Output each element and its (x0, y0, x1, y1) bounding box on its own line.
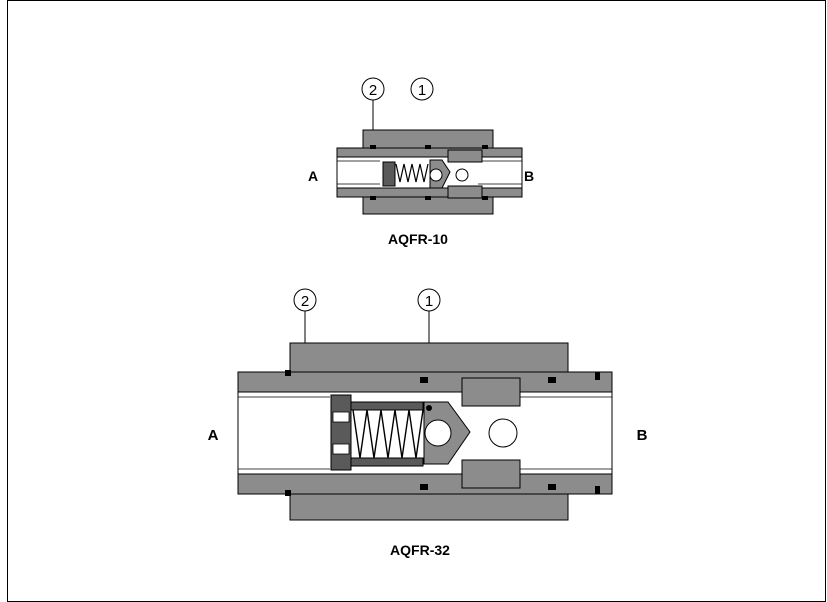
model-label-small: AQFR-10 (388, 231, 448, 247)
model-label-large: AQFR-32 (390, 542, 450, 558)
callout-number-1-small: 1 (418, 82, 426, 99)
seal-1-small (370, 145, 376, 149)
seal-2-small (370, 196, 376, 200)
seat-top-large (461, 377, 521, 407)
retainer-slot-2-large (332, 443, 350, 455)
seal-2-large (285, 490, 291, 496)
seal-5-small (482, 145, 488, 149)
port-label-a-small: A (308, 168, 318, 184)
seal-4-large (420, 484, 428, 490)
callout-number-2-small: 2 (369, 82, 377, 99)
port-label-b-large: B (637, 427, 648, 444)
port-hole-large (488, 418, 518, 448)
seal-5-large (548, 377, 556, 383)
seal-3-small (425, 145, 431, 149)
callout-number-1-large: 1 (425, 293, 433, 310)
port-label-a-large: A (208, 427, 219, 444)
spring-large (352, 409, 424, 459)
seal-3-large (420, 377, 428, 383)
seat-bottom-large (461, 459, 521, 489)
spring-guide-bottom-large (350, 457, 424, 467)
spring-guide-top-large (350, 401, 424, 411)
seat-bottom-small (447, 185, 483, 199)
port-label-b-small: B (524, 168, 534, 184)
callout-circle-1-small (410, 77, 434, 101)
seal-7-large (595, 372, 600, 380)
ball-small (429, 168, 443, 182)
sleeve-top-small (336, 147, 523, 158)
seal-1-large (285, 370, 291, 376)
seat-top-small (447, 149, 483, 163)
seal-8-large (595, 486, 600, 494)
ball-large (424, 419, 452, 447)
port-hole-small (455, 168, 469, 182)
callout-number-2-large: 2 (301, 293, 309, 310)
seal-6-small (482, 196, 488, 200)
seal-6-large (548, 484, 556, 490)
valve-aqfr-10: 2 1 (308, 77, 534, 247)
ball-contact-large (426, 405, 432, 411)
sleeve-bottom-small (336, 187, 523, 198)
retainer-large (330, 394, 352, 471)
valve-aqfr-32: 2 1 (208, 288, 648, 558)
spring-small (395, 163, 429, 183)
seal-4-small (425, 196, 431, 200)
retainer-slot-1-large (332, 411, 350, 423)
retainer-small (382, 161, 396, 187)
housing-top-large (289, 342, 569, 376)
